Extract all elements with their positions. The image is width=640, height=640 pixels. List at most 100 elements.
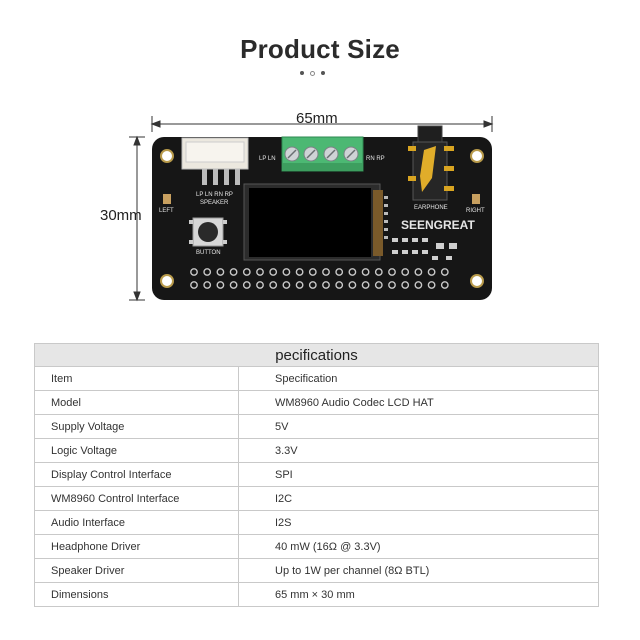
mounting-holes bbox=[160, 149, 484, 288]
spec-item-cell: Logic Voltage bbox=[34, 438, 239, 463]
gpio-hole bbox=[295, 268, 304, 276]
smd-components bbox=[392, 238, 457, 260]
gpio-hole bbox=[348, 268, 357, 276]
terminal-block bbox=[281, 136, 364, 172]
spec-value-cell: I2C bbox=[238, 486, 599, 511]
terminal-left-label: LP LN bbox=[259, 156, 276, 162]
gpio-hole bbox=[414, 268, 423, 276]
product-board-image: LP LN RN RP LP LN RN RP SPEAKER BUTTON E… bbox=[129, 116, 494, 302]
gpio-hole bbox=[269, 281, 278, 289]
gpio-hole bbox=[440, 281, 449, 289]
right-led bbox=[472, 194, 480, 204]
width-dimension-label: 65mm bbox=[296, 110, 338, 127]
gpio-hole bbox=[401, 268, 410, 276]
spec-item-cell: Speaker Driver bbox=[34, 558, 239, 583]
gpio-hole bbox=[401, 281, 410, 289]
spec-item-cell: Headphone Driver bbox=[34, 534, 239, 559]
brand-logo-text: SEENGREAT bbox=[401, 218, 475, 232]
gpio-hole bbox=[269, 268, 278, 276]
table-title: pecifications bbox=[34, 343, 599, 367]
gpio-hole bbox=[190, 281, 198, 289]
gpio-hole bbox=[308, 268, 317, 276]
gpio-hole bbox=[335, 281, 344, 289]
gpio-hole bbox=[322, 268, 330, 276]
spec-value-cell: 3.3V bbox=[238, 438, 599, 463]
gpio-hole bbox=[388, 281, 396, 289]
gpio-hole bbox=[440, 268, 449, 276]
carousel-dot[interactable] bbox=[321, 71, 325, 75]
gpio-hole bbox=[282, 268, 291, 276]
spec-value-cell: 5V bbox=[238, 414, 599, 439]
gpio-hole bbox=[256, 268, 264, 276]
left-label: LEFT bbox=[159, 208, 174, 214]
gpio-hole bbox=[374, 268, 383, 276]
carousel-dot[interactable] bbox=[300, 71, 304, 75]
terminal-right-label: RN RP bbox=[366, 156, 385, 162]
gpio-hole bbox=[216, 281, 225, 289]
page-title: Product Size bbox=[240, 34, 400, 64]
gpio-header bbox=[190, 268, 449, 289]
push-button bbox=[189, 217, 227, 247]
gpio-hole bbox=[427, 281, 436, 289]
speaker-pin-label: LP LN RN RP bbox=[196, 192, 233, 198]
carousel-dots bbox=[300, 71, 340, 77]
speaker-label: SPEAKER bbox=[200, 200, 229, 206]
button-label: BUTTON bbox=[196, 250, 221, 256]
earphone-jack bbox=[408, 125, 454, 201]
spec-item-cell: Model bbox=[34, 390, 239, 415]
spec-item-cell: Audio Interface bbox=[34, 510, 239, 535]
gpio-hole bbox=[308, 281, 317, 289]
gpio-hole bbox=[322, 281, 330, 289]
spec-value-cell: Specification bbox=[238, 366, 599, 391]
left-led bbox=[163, 194, 171, 204]
gpio-hole bbox=[203, 268, 212, 276]
right-label: RIGHT bbox=[466, 208, 485, 214]
spec-value-cell: WM8960 Audio Codec LCD HAT bbox=[238, 390, 599, 415]
lcd-screen bbox=[243, 183, 388, 261]
gpio-hole bbox=[256, 281, 264, 289]
gpio-hole bbox=[229, 268, 238, 276]
spec-value-cell: 40 mW (16Ω @ 3.3V) bbox=[238, 534, 599, 559]
earphone-label: EARPHONE bbox=[414, 205, 448, 211]
spec-item-cell: Dimensions bbox=[34, 582, 239, 607]
gpio-hole bbox=[361, 268, 370, 276]
spec-item-cell: Supply Voltage bbox=[34, 414, 239, 439]
gpio-hole bbox=[216, 268, 225, 276]
gpio-hole bbox=[190, 268, 198, 276]
spec-item-cell: Display Control Interface bbox=[34, 462, 239, 487]
gpio-hole bbox=[335, 268, 344, 276]
gpio-hole bbox=[361, 281, 370, 289]
carousel-dot-active[interactable] bbox=[310, 71, 315, 76]
gpio-hole bbox=[295, 281, 304, 289]
spec-value-cell: Up to 1W per channel (8Ω BTL) bbox=[238, 558, 599, 583]
speaker-connector bbox=[181, 137, 249, 185]
spec-item-cell: WM8960 Control Interface bbox=[34, 486, 239, 511]
height-dimension-line bbox=[129, 135, 145, 302]
gpio-hole bbox=[427, 268, 436, 276]
gpio-hole bbox=[388, 268, 396, 276]
gpio-hole bbox=[229, 281, 238, 289]
gpio-hole bbox=[374, 281, 383, 289]
gpio-hole bbox=[414, 281, 423, 289]
width-dimension-line bbox=[150, 116, 494, 132]
height-dimension-label: 30mm bbox=[100, 207, 142, 224]
gpio-hole bbox=[203, 281, 212, 289]
gpio-hole bbox=[282, 281, 291, 289]
gpio-hole bbox=[242, 268, 251, 276]
spec-value-cell: SPI bbox=[238, 462, 599, 487]
spec-value-cell: 65 mm × 30 mm bbox=[238, 582, 599, 607]
gpio-hole bbox=[242, 281, 251, 289]
gpio-hole bbox=[348, 281, 357, 289]
spec-item-cell: Item bbox=[34, 366, 239, 391]
